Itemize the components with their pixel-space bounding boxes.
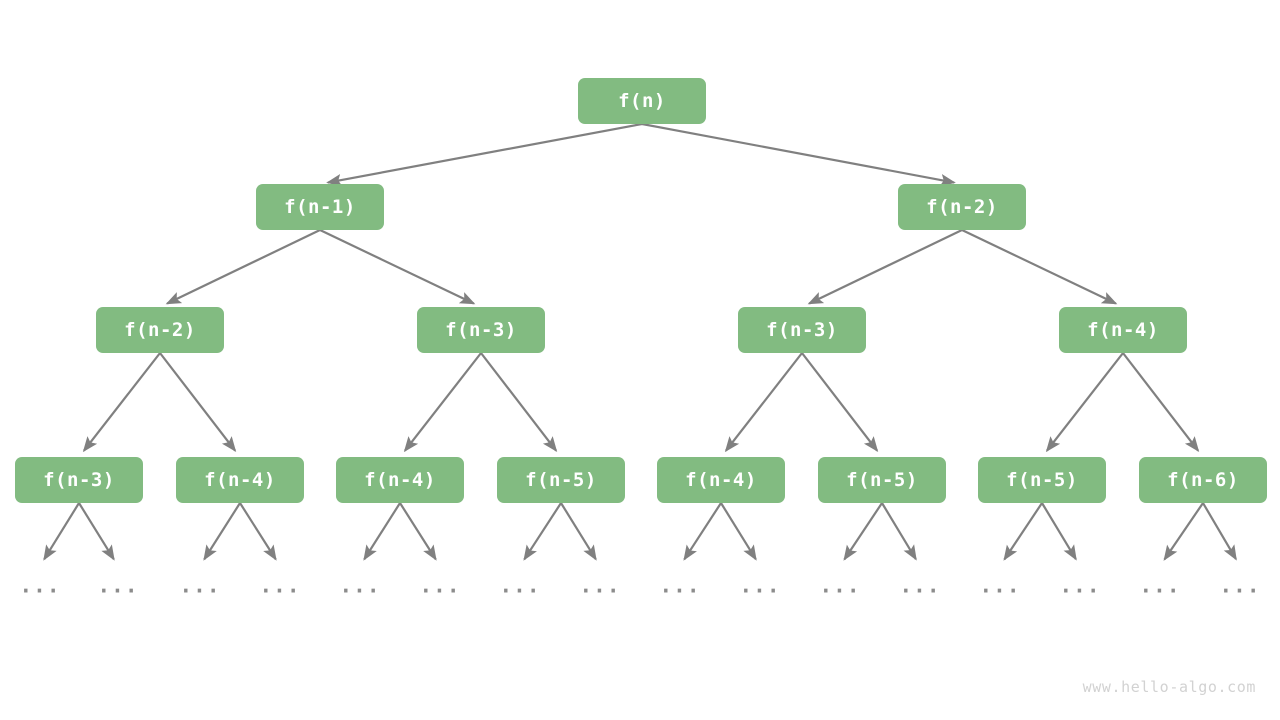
edge-n3-n8: [159, 352, 237, 453]
edge-n2-n6: [961, 229, 1118, 305]
tree-node-n3[interactable]: f(n-2): [96, 307, 224, 353]
tree-node-label: f(n-4): [685, 469, 757, 491]
tree-node-n4[interactable]: f(n-3): [417, 307, 545, 353]
stub-edge-n7-1: [78, 502, 115, 561]
ellipsis-marker-3: ...: [259, 573, 301, 598]
ellipsis-marker-12: ...: [979, 573, 1021, 598]
stub-edge-n11-8: [683, 502, 722, 561]
stub-edge-n14-15: [1202, 502, 1237, 561]
tree-node-n12[interactable]: f(n-5): [818, 457, 946, 503]
edge-n2-n5: [807, 229, 963, 305]
edge-n3-n7: [82, 352, 161, 453]
ellipsis-marker-6: ...: [499, 573, 541, 598]
edge-n6-n14: [1122, 352, 1200, 453]
ellipsis-marker-11: ...: [899, 573, 941, 598]
stub-edge-n8-2: [203, 502, 241, 561]
stub-edge-n13-13: [1041, 502, 1077, 561]
ellipsis-marker-7: ...: [579, 573, 621, 598]
tree-node-label: f(n-4): [1087, 319, 1159, 341]
watermark: www.hello-algo.com: [1082, 678, 1256, 696]
ellipsis-marker-4: ...: [339, 573, 381, 598]
stub-edge-n7-0: [43, 502, 80, 561]
tree-node-n9[interactable]: f(n-4): [336, 457, 464, 503]
tree-node-n2[interactable]: f(n-2): [898, 184, 1026, 230]
ellipsis-marker-8: ...: [659, 573, 701, 598]
tree-node-n1[interactable]: f(n-1): [256, 184, 384, 230]
stub-edge-n10-6: [523, 502, 562, 561]
ellipsis-marker-2: ...: [179, 573, 221, 598]
stub-edge-n12-11: [881, 502, 917, 561]
stub-edge-n9-5: [399, 502, 437, 561]
tree-node-label: f(n-3): [43, 469, 115, 491]
edge-n4-n9: [403, 352, 482, 453]
tree-node-n11[interactable]: f(n-4): [657, 457, 785, 503]
ellipsis-marker-9: ...: [739, 573, 781, 598]
tree-node-n6[interactable]: f(n-4): [1059, 307, 1187, 353]
stub-edge-n10-7: [560, 502, 597, 561]
edge-n5-n11: [724, 352, 803, 453]
stub-edge-n14-14: [1163, 502, 1204, 561]
tree-node-label: f(n-2): [926, 196, 998, 218]
ellipsis-marker-13: ...: [1059, 573, 1101, 598]
ellipsis-marker-15: ...: [1219, 573, 1261, 598]
tree-node-n7[interactable]: f(n-3): [15, 457, 143, 503]
edge-n1-n4: [319, 229, 476, 305]
tree-node-label: f(n-3): [445, 319, 517, 341]
edge-n6-n13: [1045, 352, 1124, 453]
tree-node-n13[interactable]: f(n-5): [978, 457, 1106, 503]
ellipsis-marker-14: ...: [1139, 573, 1181, 598]
ellipsis-marker-10: ...: [819, 573, 861, 598]
ellipsis-marker-5: ...: [419, 573, 461, 598]
tree-node-label: f(n-1): [284, 196, 356, 218]
tree-node-label: f(n-5): [525, 469, 597, 491]
edge-n5-n12: [801, 352, 879, 453]
tree-node-label: f(n-5): [1006, 469, 1078, 491]
edge-n1-n3: [165, 229, 321, 305]
tree-node-label: f(n-4): [204, 469, 276, 491]
tree-node-n10[interactable]: f(n-5): [497, 457, 625, 503]
stub-edge-n8-3: [239, 502, 277, 561]
tree-node-n0[interactable]: f(n): [578, 78, 706, 124]
ellipsis-marker-0: ...: [19, 573, 61, 598]
tree-node-n5[interactable]: f(n-3): [738, 307, 866, 353]
edge-n0-n2: [641, 122, 956, 187]
tree-node-n8[interactable]: f(n-4): [176, 457, 304, 503]
tree-node-n14[interactable]: f(n-6): [1139, 457, 1267, 503]
stub-edge-n11-9: [720, 502, 757, 561]
tree-node-label: f(n-6): [1167, 469, 1239, 491]
stub-edge-n9-4: [363, 502, 401, 561]
stub-edge-n12-10: [843, 502, 883, 561]
tree-node-label: f(n-3): [766, 319, 838, 341]
tree-node-label: f(n-4): [364, 469, 436, 491]
edge-n4-n10: [480, 352, 558, 453]
tree-node-label: f(n): [618, 90, 666, 112]
stub-edge-n13-12: [1003, 502, 1043, 561]
tree-node-label: f(n-2): [124, 319, 196, 341]
ellipsis-marker-1: ...: [97, 573, 139, 598]
edge-n0-n1: [326, 122, 643, 187]
tree-node-label: f(n-5): [846, 469, 918, 491]
